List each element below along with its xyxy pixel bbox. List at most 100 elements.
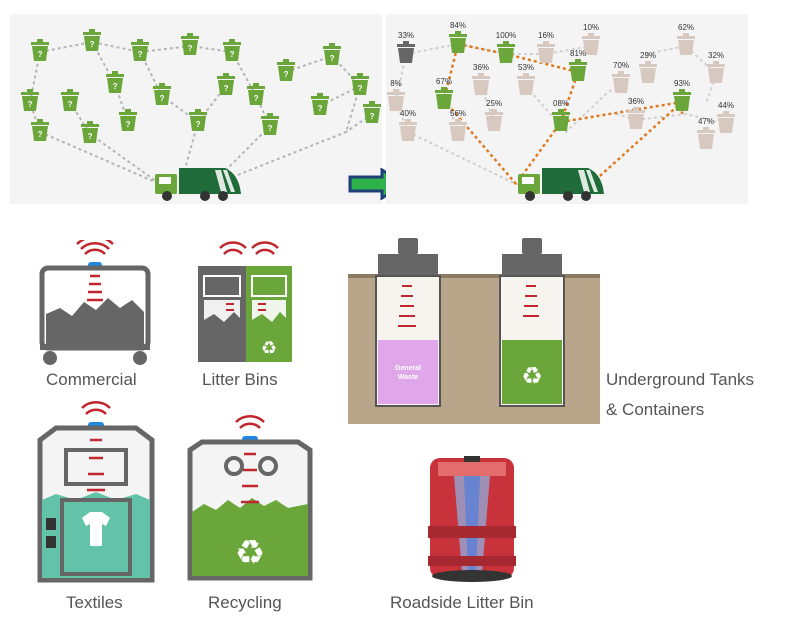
waste-bin-icon: 81% [569, 49, 587, 81]
waste-bin-icon: ? [119, 109, 137, 131]
waste-bin-icon: 36% [627, 97, 645, 129]
fill-level-label: 70% [613, 61, 629, 70]
unknown-level-label: ? [88, 132, 93, 141]
waste-bin-icon: ? [217, 73, 235, 95]
waste-bin-icon: ? [81, 121, 99, 143]
waste-bin-icon: 47% [697, 117, 715, 149]
unknown-level-label: ? [38, 50, 43, 59]
unknown-level-label: ? [318, 104, 323, 113]
litter-bins-illustration: ♻ [198, 241, 292, 362]
recycle-icon: ♻ [261, 338, 277, 358]
waste-bin-icon: 100% [496, 31, 516, 63]
waste-bin-icon: 16% [537, 31, 555, 63]
garbage-truck-icon [155, 168, 241, 201]
waste-bin-icon: 08% [552, 99, 570, 131]
fill-level-label: 100% [496, 31, 516, 40]
waste-bin-icon: 44% [717, 101, 735, 133]
unknown-level-label: ? [68, 100, 73, 109]
unknown-level-label: ? [90, 40, 95, 49]
waste-bin-icon: 67% [435, 77, 453, 109]
commercial-label: Commercial [46, 370, 137, 389]
waste-bin-icon: 40% [399, 109, 417, 141]
unknown-level-label: ? [38, 130, 43, 139]
fill-level-label: 29% [640, 51, 656, 60]
fill-level-label: 67% [436, 77, 452, 86]
waste-bin-icon: 32% [707, 51, 725, 83]
waste-bin-icon: 36% [472, 63, 490, 95]
roadside-litter-bin-label: Roadside Litter Bin [390, 593, 534, 612]
fill-level-label: 44% [718, 101, 734, 110]
waste-bin-icon: ? [31, 119, 49, 141]
waste-bin-icon: 93% [673, 79, 691, 111]
unknown-level-label: ? [330, 54, 335, 63]
underground-tanks-illustration: General Waste ♻ [348, 238, 600, 424]
unknown-level-label: ? [188, 44, 193, 53]
unoptimized-route-diagram: ????????????????????? [10, 14, 382, 204]
optimized-route-diagram: 33% 84% 100% 16% 10% 8% 36% 81% 53% 70% 29% 62% 32% 6… [386, 14, 748, 204]
waste-bin-icon: ? [277, 59, 295, 81]
unknown-level-label: ? [224, 84, 229, 93]
waste-bin-icon: ? [363, 101, 381, 123]
unknown-level-label: ? [126, 120, 131, 129]
fill-level-label: 84% [450, 21, 466, 30]
unknown-level-label: ? [138, 50, 143, 59]
commercial-bin-illustration [39, 240, 151, 365]
waste-bin-icon: ? [189, 109, 207, 131]
fill-level-label: 56% [450, 109, 466, 118]
fill-level-label: 36% [628, 97, 644, 106]
fill-level-label: 93% [674, 79, 690, 88]
textiles-bin-illustration [37, 401, 155, 583]
waste-bin-icon: 56% [449, 109, 467, 141]
litter-bins-label: Litter Bins [202, 370, 278, 389]
fill-level-label: 16% [538, 31, 554, 40]
fill-level-label: 47% [698, 117, 714, 126]
waste-bin-icon: 84% [449, 21, 467, 53]
tshirt-icon [82, 512, 110, 546]
waste-bin-icon: ? [21, 89, 39, 111]
waste-bin-icon: 62% [677, 23, 695, 55]
underground-tanks-label: Underground Tanks [606, 370, 755, 389]
waste-bin-icon: ? [351, 73, 369, 95]
fill-level-label: 36% [473, 63, 489, 72]
underground-tanks-label-line2: & Containers [606, 400, 705, 419]
waste-bin-icon: 8% [387, 79, 405, 111]
unknown-level-label: ? [268, 124, 273, 133]
unknown-level-label: ? [358, 84, 363, 93]
sensor-signal-icon [76, 240, 114, 255]
waste-bin-icon: ? [83, 29, 101, 51]
waste-bin-icon: ? [106, 71, 124, 93]
unknown-level-label: ? [160, 94, 165, 103]
sensor-signal-icon [219, 241, 279, 255]
waste-bin-icon: ? [181, 33, 199, 55]
recycling-bin-illustration: ♻ [187, 415, 313, 581]
fill-level-label: 53% [518, 63, 534, 72]
textiles-label: Textiles [66, 593, 123, 612]
sensor-signal-icon [81, 401, 111, 415]
general-waste-label-line2: Waste [398, 374, 418, 381]
sensor-signal-icon [235, 415, 265, 429]
unknown-level-label: ? [28, 100, 33, 109]
garbage-truck-icon [518, 168, 604, 201]
waste-bin-icon: 29% [639, 51, 657, 83]
waste-bin-icon: 33% [397, 31, 415, 63]
unknown-level-label: ? [284, 70, 289, 79]
waste-bin-icon: 70% [612, 61, 630, 93]
waste-bin-icon: ? [153, 83, 171, 105]
waste-bin-icon: 25% [485, 99, 503, 131]
waste-bin-icon: ? [61, 89, 79, 111]
waste-bin-icon: ? [31, 39, 49, 61]
recycle-icon: ♻ [521, 363, 543, 390]
unknown-level-label: ? [230, 50, 235, 59]
unknown-level-label: ? [196, 120, 201, 129]
fill-level-label: 81% [570, 49, 586, 58]
waste-bin-icon: ? [311, 93, 329, 115]
unknown-level-label: ? [370, 112, 375, 121]
waste-bin-icon: ? [131, 39, 149, 61]
roadside-litter-bin-illustration [428, 456, 516, 582]
waste-bin-icon: 53% [517, 63, 535, 95]
unknown-level-label: ? [113, 82, 118, 91]
fill-level-label: 62% [678, 23, 694, 32]
fill-level-label: 40% [400, 109, 416, 118]
waste-bin-icon: ? [261, 113, 279, 135]
fill-level-label: 10% [583, 23, 599, 32]
